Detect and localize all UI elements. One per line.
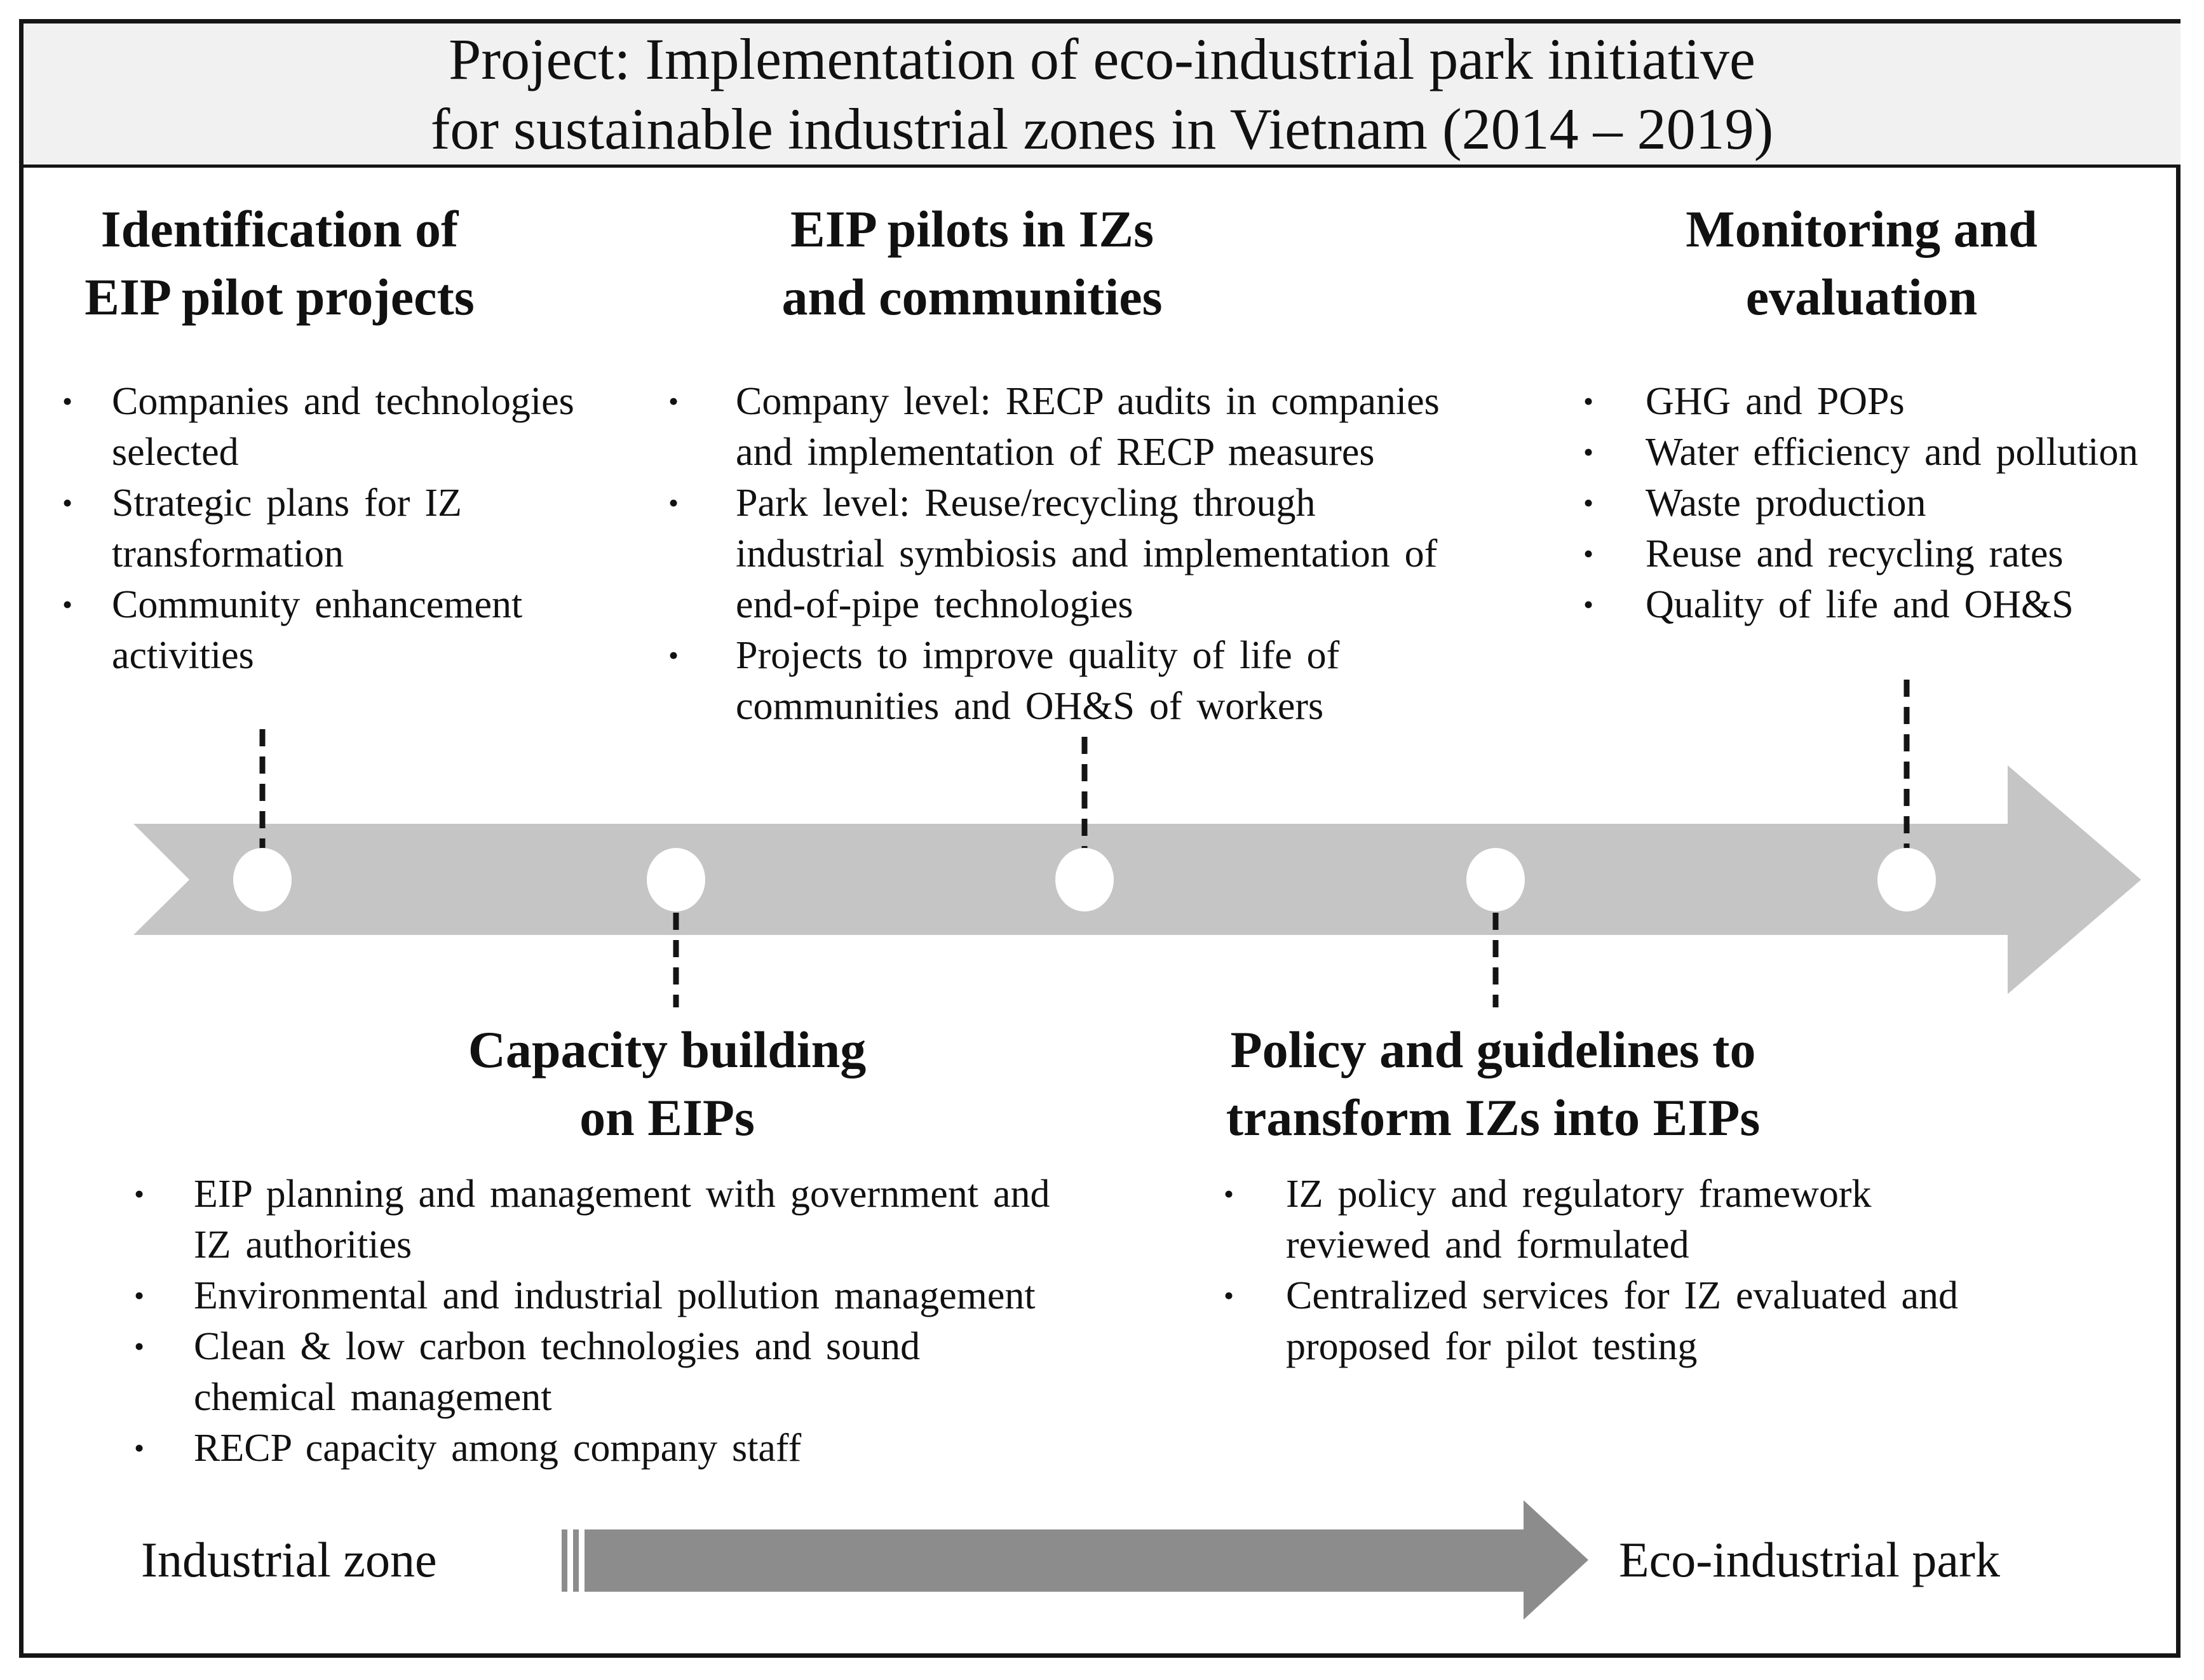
bullet-text: Water efficiency and pollution bbox=[1646, 431, 2139, 474]
list-item: • Quality of life and OH&S bbox=[1579, 579, 2202, 630]
bullet-icon: • bbox=[134, 1178, 145, 1210]
list-policy-guidelines: • IZ policy and regulatory framework rev… bbox=[1220, 1169, 2173, 1372]
list-item: • EIP planning and management with gover… bbox=[130, 1169, 1179, 1270]
bullet-text: Company level: RECP audits in companies … bbox=[736, 380, 1440, 474]
bullet-icon: • bbox=[1583, 588, 1594, 621]
bullet-text: RECP capacity among company staff bbox=[194, 1427, 802, 1470]
heading-monitoring: Monitoring and evaluation bbox=[1686, 200, 2038, 326]
list-identification: • Companies and technologies selected • … bbox=[58, 376, 624, 681]
bullet-icon: • bbox=[62, 588, 73, 621]
outer-border bbox=[19, 19, 2180, 1658]
bullet-text: Companies and technologies selected bbox=[112, 380, 574, 474]
bullet-icon: • bbox=[668, 385, 679, 417]
heading-capacity-building: Capacity building on EIPs bbox=[468, 1021, 867, 1146]
list-item: • GHG and POPs bbox=[1579, 376, 2202, 427]
bullet-text: Centralized services for IZ evaluated an… bbox=[1286, 1274, 1958, 1368]
list-item: • Centralized services for IZ evaluated … bbox=[1220, 1270, 2173, 1372]
bullet-text: IZ policy and regulatory framework revie… bbox=[1286, 1173, 1872, 1267]
page-title: Project: Implementation of eco-industria… bbox=[430, 26, 1774, 161]
bullet-text: Projects to improve quality of life of c… bbox=[736, 634, 1340, 728]
bullet-text: EIP planning and management with governm… bbox=[194, 1173, 1050, 1267]
bullet-icon: • bbox=[62, 385, 73, 417]
list-item: • Community enhancement activities bbox=[58, 579, 624, 681]
bullet-text: Strategic plans for IZ transformation bbox=[112, 481, 462, 575]
list-item: • Projects to improve quality of life of… bbox=[665, 630, 1554, 732]
list-item: • Water efficiency and pollution bbox=[1579, 427, 2202, 478]
heading-policy-guidelines: Policy and guidelines to transform IZs i… bbox=[1226, 1021, 1761, 1146]
industrial-zone-label: Industrial zone bbox=[141, 1532, 437, 1587]
bullet-icon: • bbox=[668, 639, 679, 671]
bullet-icon: • bbox=[134, 1432, 145, 1464]
bullet-icon: • bbox=[1583, 436, 1594, 468]
eco-industrial-park-label: Eco-industrial park bbox=[1619, 1532, 2000, 1587]
list-item: • Strategic plans for IZ transformation bbox=[58, 478, 624, 579]
list-monitoring: • GHG and POPs • Water efficiency and po… bbox=[1579, 376, 2202, 630]
title-bar: Project: Implementation of eco-industria… bbox=[24, 24, 2180, 168]
bullet-text: GHG and POPs bbox=[1646, 380, 1905, 423]
bullet-text: Park level: Reuse/recycling through indu… bbox=[736, 481, 1438, 626]
list-item: • Environmental and industrial pollution… bbox=[130, 1270, 1179, 1321]
bullet-icon: • bbox=[134, 1279, 145, 1312]
bullet-icon: • bbox=[62, 487, 73, 519]
bullet-text: Environmental and industrial pollution m… bbox=[194, 1274, 1036, 1317]
bullet-text: Quality of life and OH&S bbox=[1646, 583, 2074, 626]
list-item: • Companies and technologies selected bbox=[58, 376, 624, 478]
bullet-text: Community enhancement activities bbox=[112, 583, 523, 677]
bullet-icon: • bbox=[1583, 385, 1594, 417]
list-eip-pilots: • Company level: RECP audits in companie… bbox=[665, 376, 1554, 732]
bullet-icon: • bbox=[1583, 487, 1594, 519]
list-item: • RECP capacity among company staff bbox=[130, 1423, 1179, 1474]
list-item: • Clean & low carbon technologies and so… bbox=[130, 1321, 1179, 1423]
bullet-text: Clean & low carbon technologies and soun… bbox=[194, 1325, 921, 1419]
bullet-icon: • bbox=[134, 1330, 145, 1362]
heading-eip-pilots: EIP pilots in IZs and communities bbox=[781, 200, 1163, 326]
bullet-icon: • bbox=[668, 487, 679, 519]
bullet-text: Reuse and recycling rates bbox=[1646, 532, 2064, 575]
bullet-text: Waste production bbox=[1646, 481, 1926, 525]
list-item: • Reuse and recycling rates bbox=[1579, 528, 2202, 579]
bullet-icon: • bbox=[1224, 1178, 1234, 1210]
bullet-icon: • bbox=[1583, 537, 1594, 570]
bullet-icon: • bbox=[1224, 1279, 1234, 1312]
list-item: • Park level: Reuse/recycling through in… bbox=[665, 478, 1554, 630]
list-capacity-building: • EIP planning and management with gover… bbox=[130, 1169, 1179, 1474]
list-item: • Company level: RECP audits in companie… bbox=[665, 376, 1554, 478]
list-item: • IZ policy and regulatory framework rev… bbox=[1220, 1169, 2173, 1270]
heading-identification: Identification of EIP pilot projects bbox=[85, 200, 475, 326]
list-item: • Waste production bbox=[1579, 478, 2202, 528]
